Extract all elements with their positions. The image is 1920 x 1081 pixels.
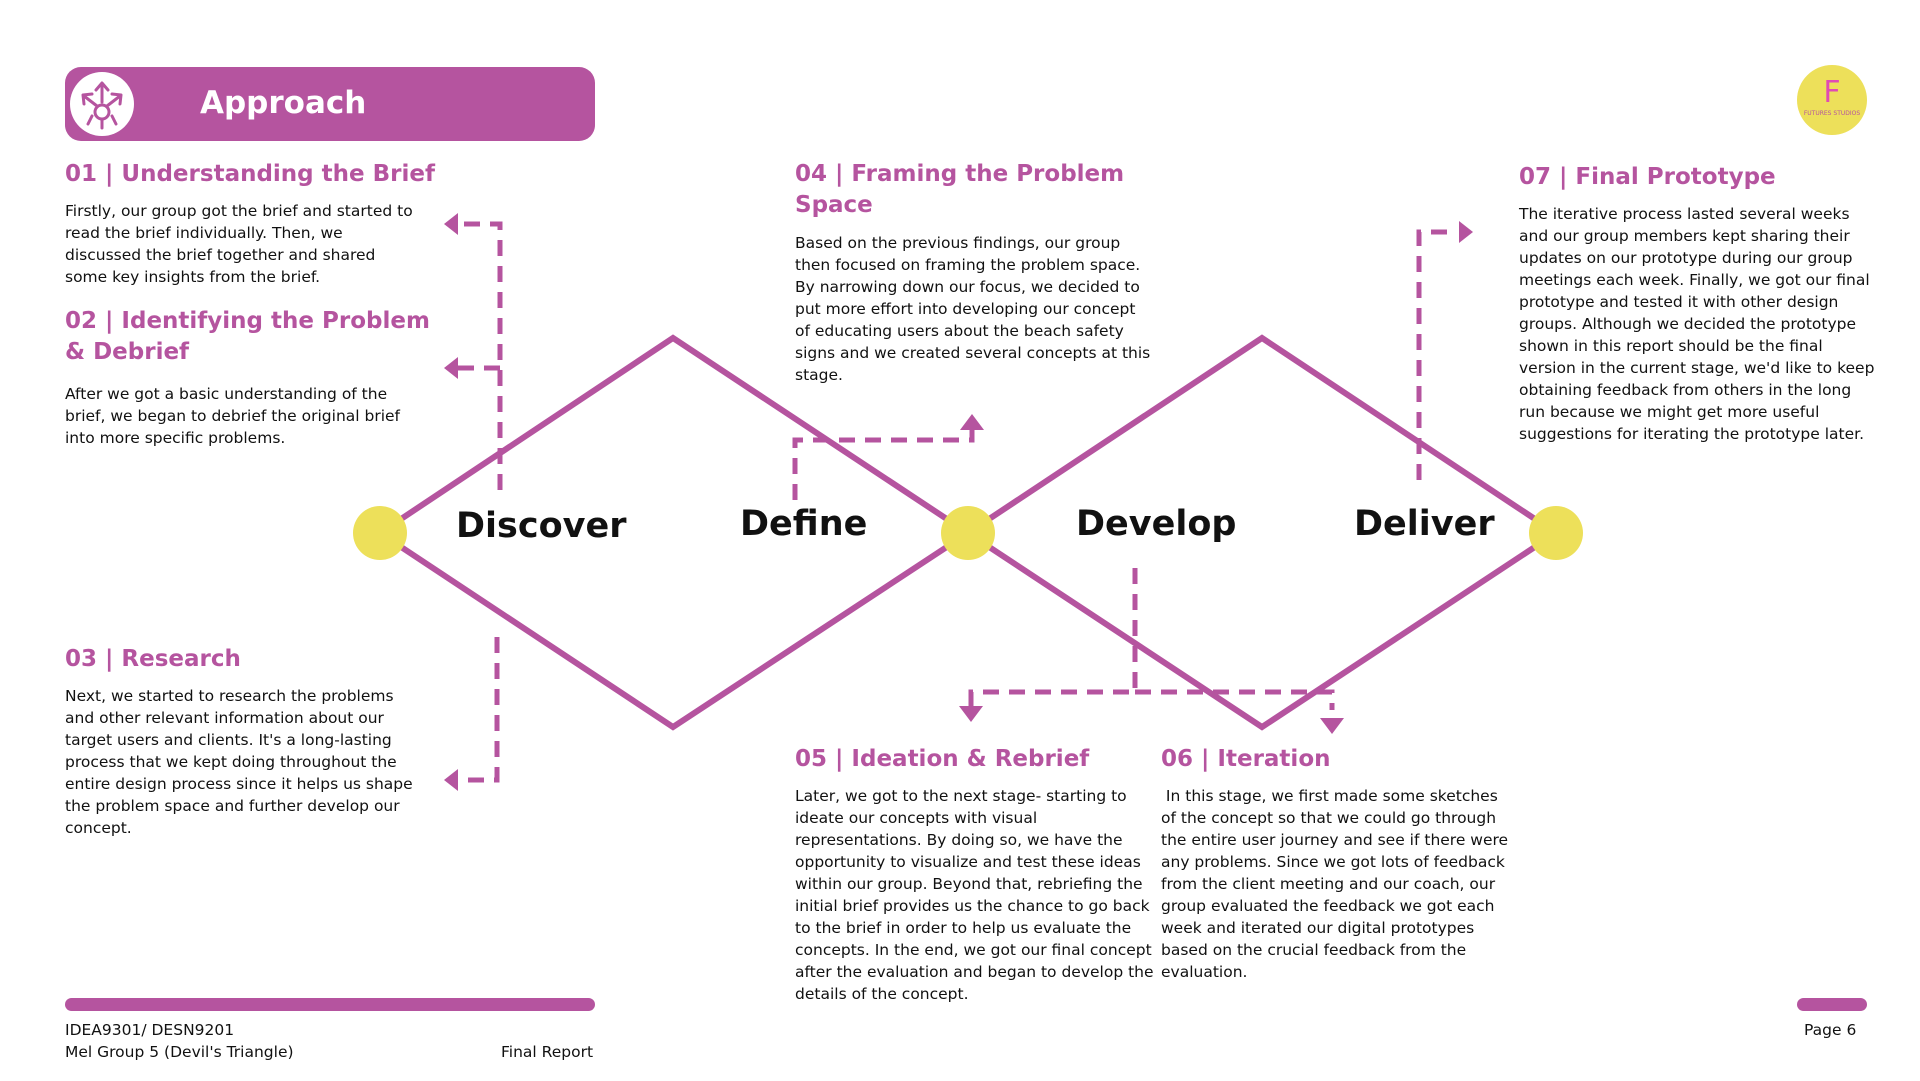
footer-bar-left — [65, 998, 595, 1011]
section-03-heading: 03 | Research — [65, 646, 241, 672]
gear-arrows-icon — [70, 72, 134, 136]
stage-nodes — [353, 506, 1583, 560]
section-06-heading: 06 | Iteration — [1161, 746, 1331, 772]
arrow-05 — [968, 568, 1138, 706]
section-05-body: Later, we got to the next stage- startin… — [795, 787, 1154, 1003]
section-07-heading: 07 | Final Prototype — [1519, 164, 1776, 190]
title-banner: Approach — [65, 67, 595, 141]
phase-discover: Discover — [456, 506, 627, 546]
footer-report: Final Report — [501, 1043, 594, 1061]
arrow-heads — [444, 213, 1473, 791]
logo-caption: FUTURES STUDIOS — [1803, 110, 1861, 117]
arrow-06 — [1135, 689, 1335, 710]
arrow-04 — [792, 428, 975, 500]
section-02-heading: 02 | Identifying the Problem & Debrief — [65, 308, 430, 365]
footer-bar-right — [1797, 998, 1867, 1011]
footer-group: Mel Group 5 (Devil's Triangle) — [65, 1043, 294, 1061]
section-01-heading: 01 | Understanding the Brief — [65, 161, 435, 187]
section-05-heading: 05 | Ideation & Rebrief — [795, 746, 1090, 772]
start-node — [353, 506, 407, 560]
section-02-body: After we got a basic understanding of th… — [65, 385, 401, 447]
section-03-body: Next, we started to research the problem… — [65, 687, 413, 837]
arrow-01 — [455, 221, 503, 490]
middle-node — [941, 506, 995, 560]
footer-course: IDEA9301/ DESN9201 — [65, 1021, 235, 1039]
arrow-07 — [1416, 229, 1456, 480]
logo-letter: F — [1823, 75, 1841, 110]
phase-define: Define — [740, 504, 868, 544]
page-title: Approach — [200, 85, 367, 121]
section-07-body: The iterative process lasted several wee… — [1519, 205, 1875, 443]
section-04-body: Based on the previous findings, our grou… — [795, 234, 1151, 384]
section-01-body: Firstly, our group got the brief and sta… — [65, 202, 413, 286]
flow-arrows — [455, 221, 1456, 783]
section-04-heading: 04 | Framing the Problem Space — [795, 161, 1125, 218]
section-06-body: In this stage, we first made some sketch… — [1161, 787, 1509, 981]
studio-logo: F FUTURES STUDIOS — [1797, 65, 1867, 135]
page-number: Page 6 — [1804, 1021, 1857, 1039]
phase-deliver: Deliver — [1354, 504, 1495, 544]
end-node — [1529, 506, 1583, 560]
phase-develop: Develop — [1076, 504, 1237, 544]
arrow-03 — [455, 637, 500, 783]
